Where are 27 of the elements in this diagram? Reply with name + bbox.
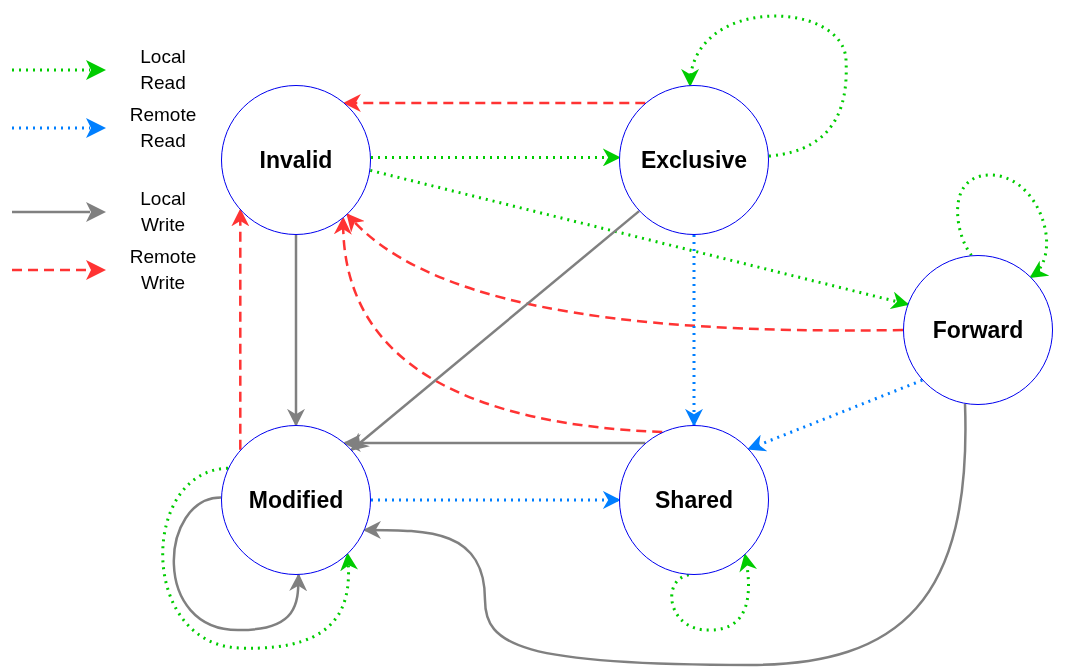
state-label: Modified [248,486,344,514]
transition-arrow [685,235,703,427]
transition-arrow [335,216,663,434]
transition-arrow [747,378,923,452]
state-label: Shared [655,486,733,514]
legend-label: Remote Read [128,103,198,153]
transition-arrow [172,496,308,632]
transition-arrow [342,94,646,112]
state-label: Exclusive [640,146,748,174]
transition-arrow [371,491,621,509]
legend-label: Local Write [139,187,187,237]
transition-arrow [342,434,646,452]
transition-arrow [346,213,903,332]
transition-arrow [363,403,967,667]
transition-arrow [231,208,250,450]
legend-label: Local Read [139,45,187,95]
transition-arrow [371,148,621,167]
transition-arrow [350,210,640,451]
transition-arrow [956,173,1050,279]
legend-label: Remote Write [128,245,198,295]
transition-arrow [161,466,358,650]
transition-arrow [369,168,910,310]
transition-arrow [683,14,848,158]
state-label: Forward [932,316,1024,344]
transition-arrow [670,553,757,632]
state-label: Invalid [259,146,333,174]
transition-arrow [287,235,305,427]
